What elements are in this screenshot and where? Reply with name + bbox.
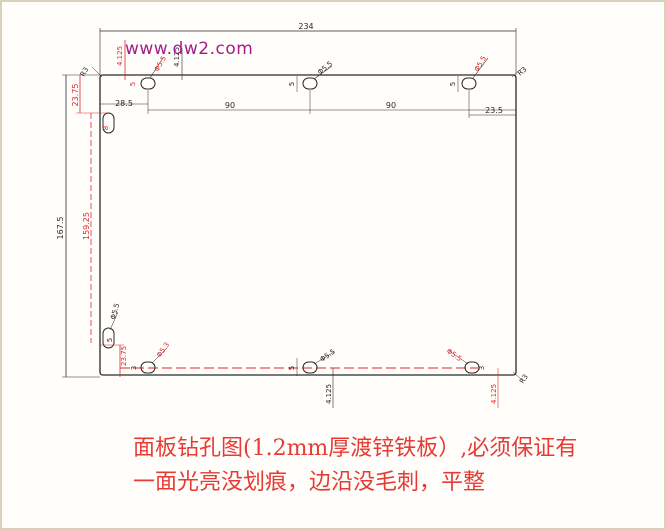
dia-tag-bottom-1: Φ5.3 — [155, 341, 171, 359]
slot-h-top-3: 5 — [449, 82, 457, 86]
top-hole-1 — [140, 77, 156, 90]
slot-side-label: 8 — [102, 126, 110, 130]
dim-right-offset: 23.5 — [485, 106, 503, 115]
leader-top-3 — [472, 57, 489, 79]
dim-inner-height: 159.25 — [82, 212, 91, 240]
dim-top-left-offset: 23.75 — [71, 84, 80, 107]
dim-total-width: 234 — [298, 22, 313, 31]
plate-outline — [99, 74, 517, 376]
leader-bottom-2 — [313, 351, 335, 365]
dim-bottom-offset-right: 4.125 — [490, 384, 498, 404]
dim-top-red-small: 4.125 — [116, 46, 124, 66]
drawing-note-line-1: 面板钻孔图(1.2mm厚渡锌铁板）,必须保证有 — [133, 436, 578, 461]
dia-tag-top-3: Φ5.5 — [473, 55, 488, 73]
dim-bottom-side: 23.75 — [120, 346, 128, 366]
bottom-hole-2 — [302, 361, 318, 374]
side-slot-lower — [102, 327, 115, 349]
leader-top-1 — [149, 57, 164, 79]
dia-tag-bottom-2: Φ5.5 — [319, 348, 337, 364]
dia-tag-side-lower: Φ5.5 — [109, 302, 121, 320]
leader-bottom-3 — [447, 349, 469, 365]
slot-h-bottom-2: 5 — [288, 366, 296, 370]
leader-top-2 — [313, 65, 333, 80]
dim-left-x: 28.5 — [115, 99, 133, 108]
side-slot-upper — [102, 112, 115, 134]
slot-h-top-2: 5 — [288, 82, 296, 86]
dim-total-height: 167.5 — [56, 217, 65, 240]
dim-bottom-offset: 4.125 — [325, 384, 333, 404]
corner-r-tl: R3 — [79, 66, 91, 78]
bottom-hole-1 — [140, 361, 156, 374]
slot-h-top-1: 5 — [129, 82, 137, 86]
dia-tag-top-2: Φ5.5 — [316, 60, 334, 77]
leader-bottom-1 — [151, 347, 168, 364]
slot-h-bottom-1: 3 — [130, 366, 138, 370]
top-hole-3 — [461, 77, 477, 90]
leader-r-tr — [511, 67, 523, 78]
bottom-hole-3 — [464, 361, 480, 374]
slot-h-bottom-3: 3 — [478, 366, 486, 370]
slot-h-lower-side: 5 — [106, 338, 114, 342]
drawing-note-line-2: 一面光亮没划痕，边沿没毛刺，平整 — [133, 470, 486, 495]
site-watermark: www.dw2.com — [125, 39, 254, 59]
dim-pitch-1: 90 — [225, 101, 235, 110]
dia-tag-bottom-3: Φ5.5 — [445, 347, 463, 363]
leader-side-lower — [109, 311, 119, 331]
dim-pitch-2: 90 — [386, 101, 396, 110]
leader-r-br — [512, 371, 523, 381]
corner-r-br: R3 — [518, 373, 530, 385]
top-hole-2 — [302, 77, 318, 90]
leader-r-tl — [91, 66, 103, 78]
dim-top-small: 4.125 — [173, 47, 181, 67]
